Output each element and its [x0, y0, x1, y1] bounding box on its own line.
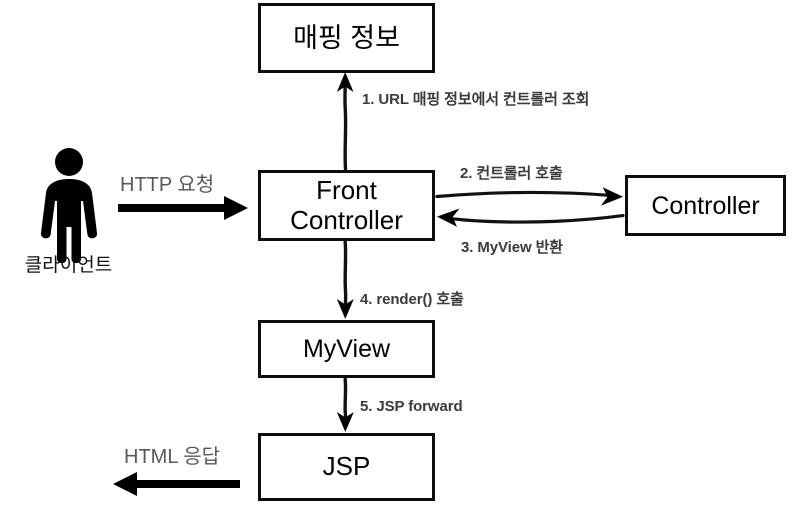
- node-jsp[interactable]: JSP: [258, 433, 435, 501]
- node-controller-label: Controller: [651, 191, 760, 220]
- step-5-label: 5. JSP forward: [360, 398, 463, 415]
- client-actor: [14, 145, 124, 265]
- node-controller[interactable]: Controller: [625, 175, 786, 236]
- arrow-step-4: [336, 240, 354, 319]
- arrow-http-request: [118, 196, 248, 220]
- step-2-label: 2. 컨트롤러 호출: [460, 165, 563, 182]
- person-icon: [40, 148, 98, 264]
- step-1-label: 1. URL 매핑 정보에서 컨트롤러 조회: [362, 91, 590, 108]
- node-front-controller[interactable]: Front Controller: [258, 170, 435, 241]
- arrow-step-2: [435, 187, 623, 206]
- node-myview[interactable]: MyView: [258, 320, 435, 378]
- arrow-step-5: [336, 377, 354, 432]
- step-3-label: 3. MyView 반환: [461, 239, 563, 256]
- node-myview-label: MyView: [302, 335, 391, 363]
- node-mapping-info[interactable]: 매핑 정보: [258, 3, 435, 73]
- arrow-html-response: [113, 472, 240, 496]
- http-request-label: HTTP 요청: [120, 174, 215, 196]
- step-4-label: 4. render() 호출: [360, 291, 464, 308]
- node-front-controller-label: Front Controller: [290, 175, 403, 235]
- node-mapping-info-label: 매핑 정보: [293, 22, 400, 53]
- html-response-label: HTML 응답: [124, 446, 221, 468]
- node-jsp-label: JSP: [322, 451, 371, 482]
- arrow-step-1: [336, 72, 354, 171]
- client-label: 클라이언트: [24, 255, 113, 276]
- arrow-step-3: [437, 208, 625, 227]
